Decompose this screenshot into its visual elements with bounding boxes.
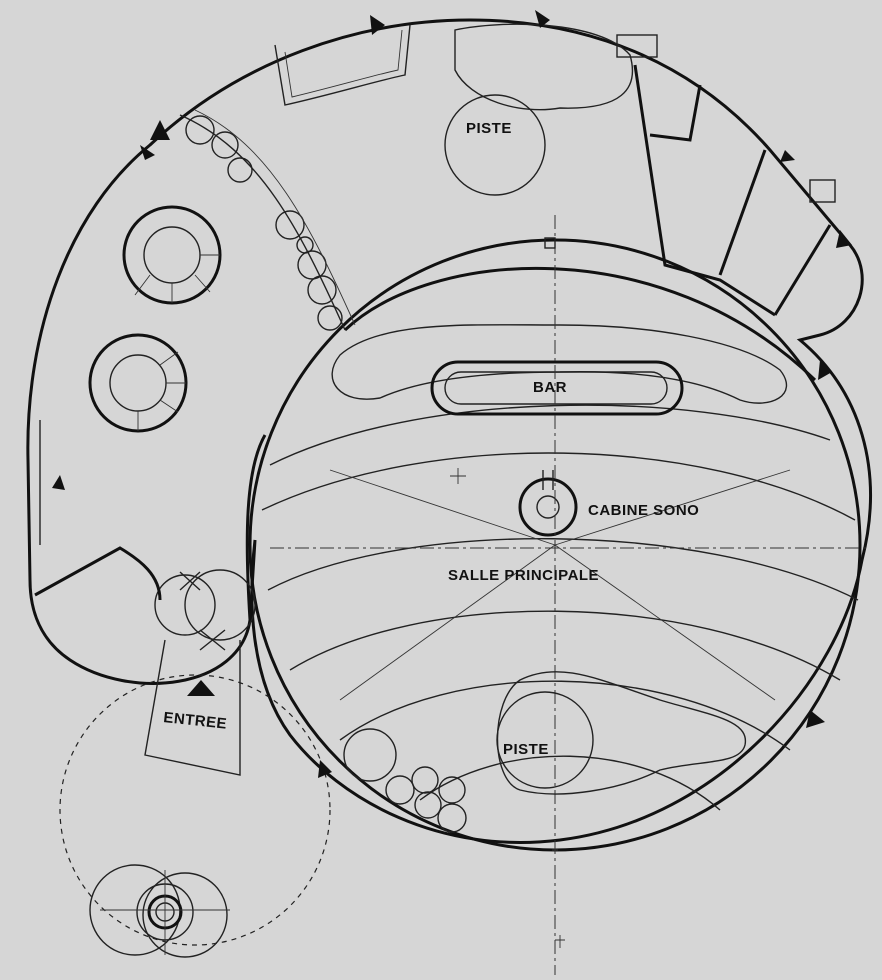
- room-partition: [718, 149, 767, 276]
- door-swing: [199, 629, 226, 651]
- radial-guide: [329, 469, 556, 546]
- room-partition: [649, 84, 702, 142]
- axis-cross: [555, 935, 565, 948]
- upper-lounge-rail-inner: [284, 29, 403, 98]
- label-salle-principale: SALLE PRINCIPALE: [448, 567, 599, 584]
- entrance-arrow: [187, 680, 215, 696]
- cabine-sono-stem: [542, 470, 554, 490]
- kiosk-circle: [142, 872, 228, 958]
- axis-cross: [450, 468, 466, 484]
- label-cabine-sono: CABINE SONO: [588, 502, 699, 519]
- piste-top-circle: [444, 94, 546, 196]
- upper-lounge-rail: [274, 24, 411, 106]
- entrance-corridor: [144, 639, 241, 776]
- radial-guide: [554, 469, 791, 546]
- bar-counter-inner: [444, 371, 668, 405]
- radial-guide: [554, 544, 776, 701]
- exit-markers: [52, 10, 852, 778]
- terrace-arc-6: [419, 755, 721, 811]
- round-tables-bottom: [343, 728, 467, 833]
- column-marker: [544, 237, 556, 249]
- upper-arc-wall: [343, 266, 817, 382]
- stair-block: [616, 34, 658, 58]
- kiosk-cross: [100, 870, 230, 955]
- terrace-arc-3: [267, 538, 859, 601]
- label-piste-bottom: PISTE: [503, 741, 549, 758]
- stair-treads: [134, 254, 220, 303]
- lower-left-wall: [34, 546, 162, 601]
- label-piste-top: PISTE: [466, 120, 512, 137]
- bar-counter: [430, 360, 684, 416]
- building-outline: [26, 18, 872, 844]
- axis-cross: [552, 847, 558, 853]
- right-rooms-wall: [633, 64, 776, 317]
- cabine-sono-inner: [536, 495, 560, 519]
- door-swing: [179, 571, 201, 591]
- stair-circle-upper-core: [143, 226, 201, 284]
- piste-bottom-circle: [496, 691, 594, 789]
- stair-block: [809, 179, 836, 203]
- cabine-sono-outer: [518, 477, 578, 537]
- terrace-arc-5: [339, 680, 791, 751]
- piste-bottom-shape: [496, 671, 746, 795]
- vestibule-circle: [154, 574, 216, 636]
- left-curved-bench: [179, 114, 346, 331]
- stair-circle-lower-core: [109, 354, 167, 412]
- terrace-arc-4: [289, 610, 841, 681]
- left-curved-bench-inner: [194, 109, 356, 326]
- terrace-arc-1: [269, 404, 831, 466]
- terrace-arc-2: [261, 452, 856, 521]
- bar-counter-band: [331, 324, 788, 404]
- external-dashed-circle: [59, 674, 331, 946]
- round-tables-left: [185, 115, 343, 331]
- label-entree: ENTREE: [163, 709, 228, 733]
- entrance-door-wall: [245, 434, 267, 621]
- room-partition: [773, 224, 832, 316]
- stair-treads: [137, 351, 186, 431]
- vestibule-circle: [184, 569, 256, 641]
- radial-guide: [339, 544, 556, 701]
- label-bar: BAR: [533, 379, 567, 396]
